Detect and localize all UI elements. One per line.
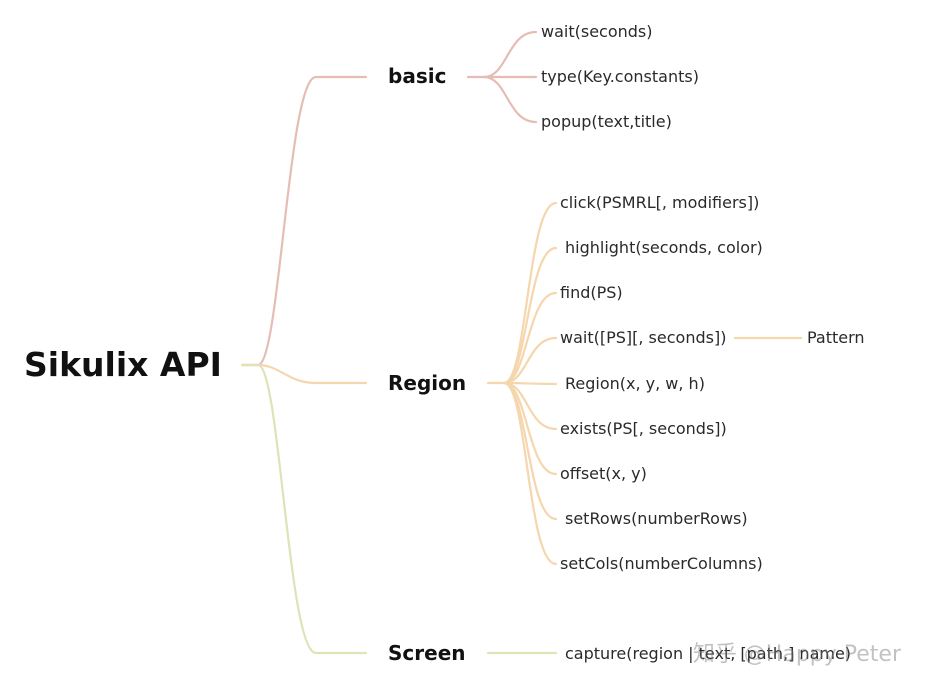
leaf-region-4-pattern: Pattern	[807, 328, 865, 347]
branch-region: Region	[388, 371, 467, 395]
leaf-screen-1: capture(region | text, [path,] name)	[565, 644, 852, 663]
leaf-basic-3: popup(text,title)	[541, 112, 672, 131]
connector-region-child-2	[502, 246, 558, 385]
leaf-region-4: wait([PS][, seconds])	[560, 328, 727, 347]
leaf-region-8: setRows(numberRows)	[565, 509, 748, 528]
connector-region-branch	[256, 363, 368, 385]
connector-basic-branch	[256, 75, 368, 367]
branch-basic: basic	[388, 64, 447, 88]
connector-region-child-9	[502, 381, 558, 566]
leaf-region-6: exists(PS[, seconds])	[560, 419, 727, 438]
leaf-region-2: highlight(seconds, color)	[565, 238, 763, 257]
watermark: 知乎 @Happy Peter	[692, 642, 901, 667]
leaf-region-5: Region(x, y, w, h)	[565, 374, 705, 393]
leaf-region-3: find(PS)	[560, 283, 623, 302]
leaf-basic-1: wait(seconds)	[541, 22, 653, 41]
root-node: Sikulix API	[24, 345, 222, 384]
connector-screen-branch	[256, 363, 368, 655]
branch-screen: Screen	[388, 641, 466, 665]
leaf-region-7: offset(x, y)	[560, 464, 647, 483]
leaf-region-9: setCols(numberColumns)	[560, 554, 763, 573]
leaf-region-1: click(PSMRL[, modifiers])	[560, 193, 760, 212]
connector-region-child-4	[502, 336, 558, 385]
connector-region-child-3	[502, 291, 558, 385]
connector-basic-child-3	[482, 75, 538, 124]
connector-region-child-8	[502, 381, 558, 521]
connector-basic-child-1	[482, 30, 538, 79]
leaf-basic-2: type(Key.constants)	[541, 67, 699, 86]
